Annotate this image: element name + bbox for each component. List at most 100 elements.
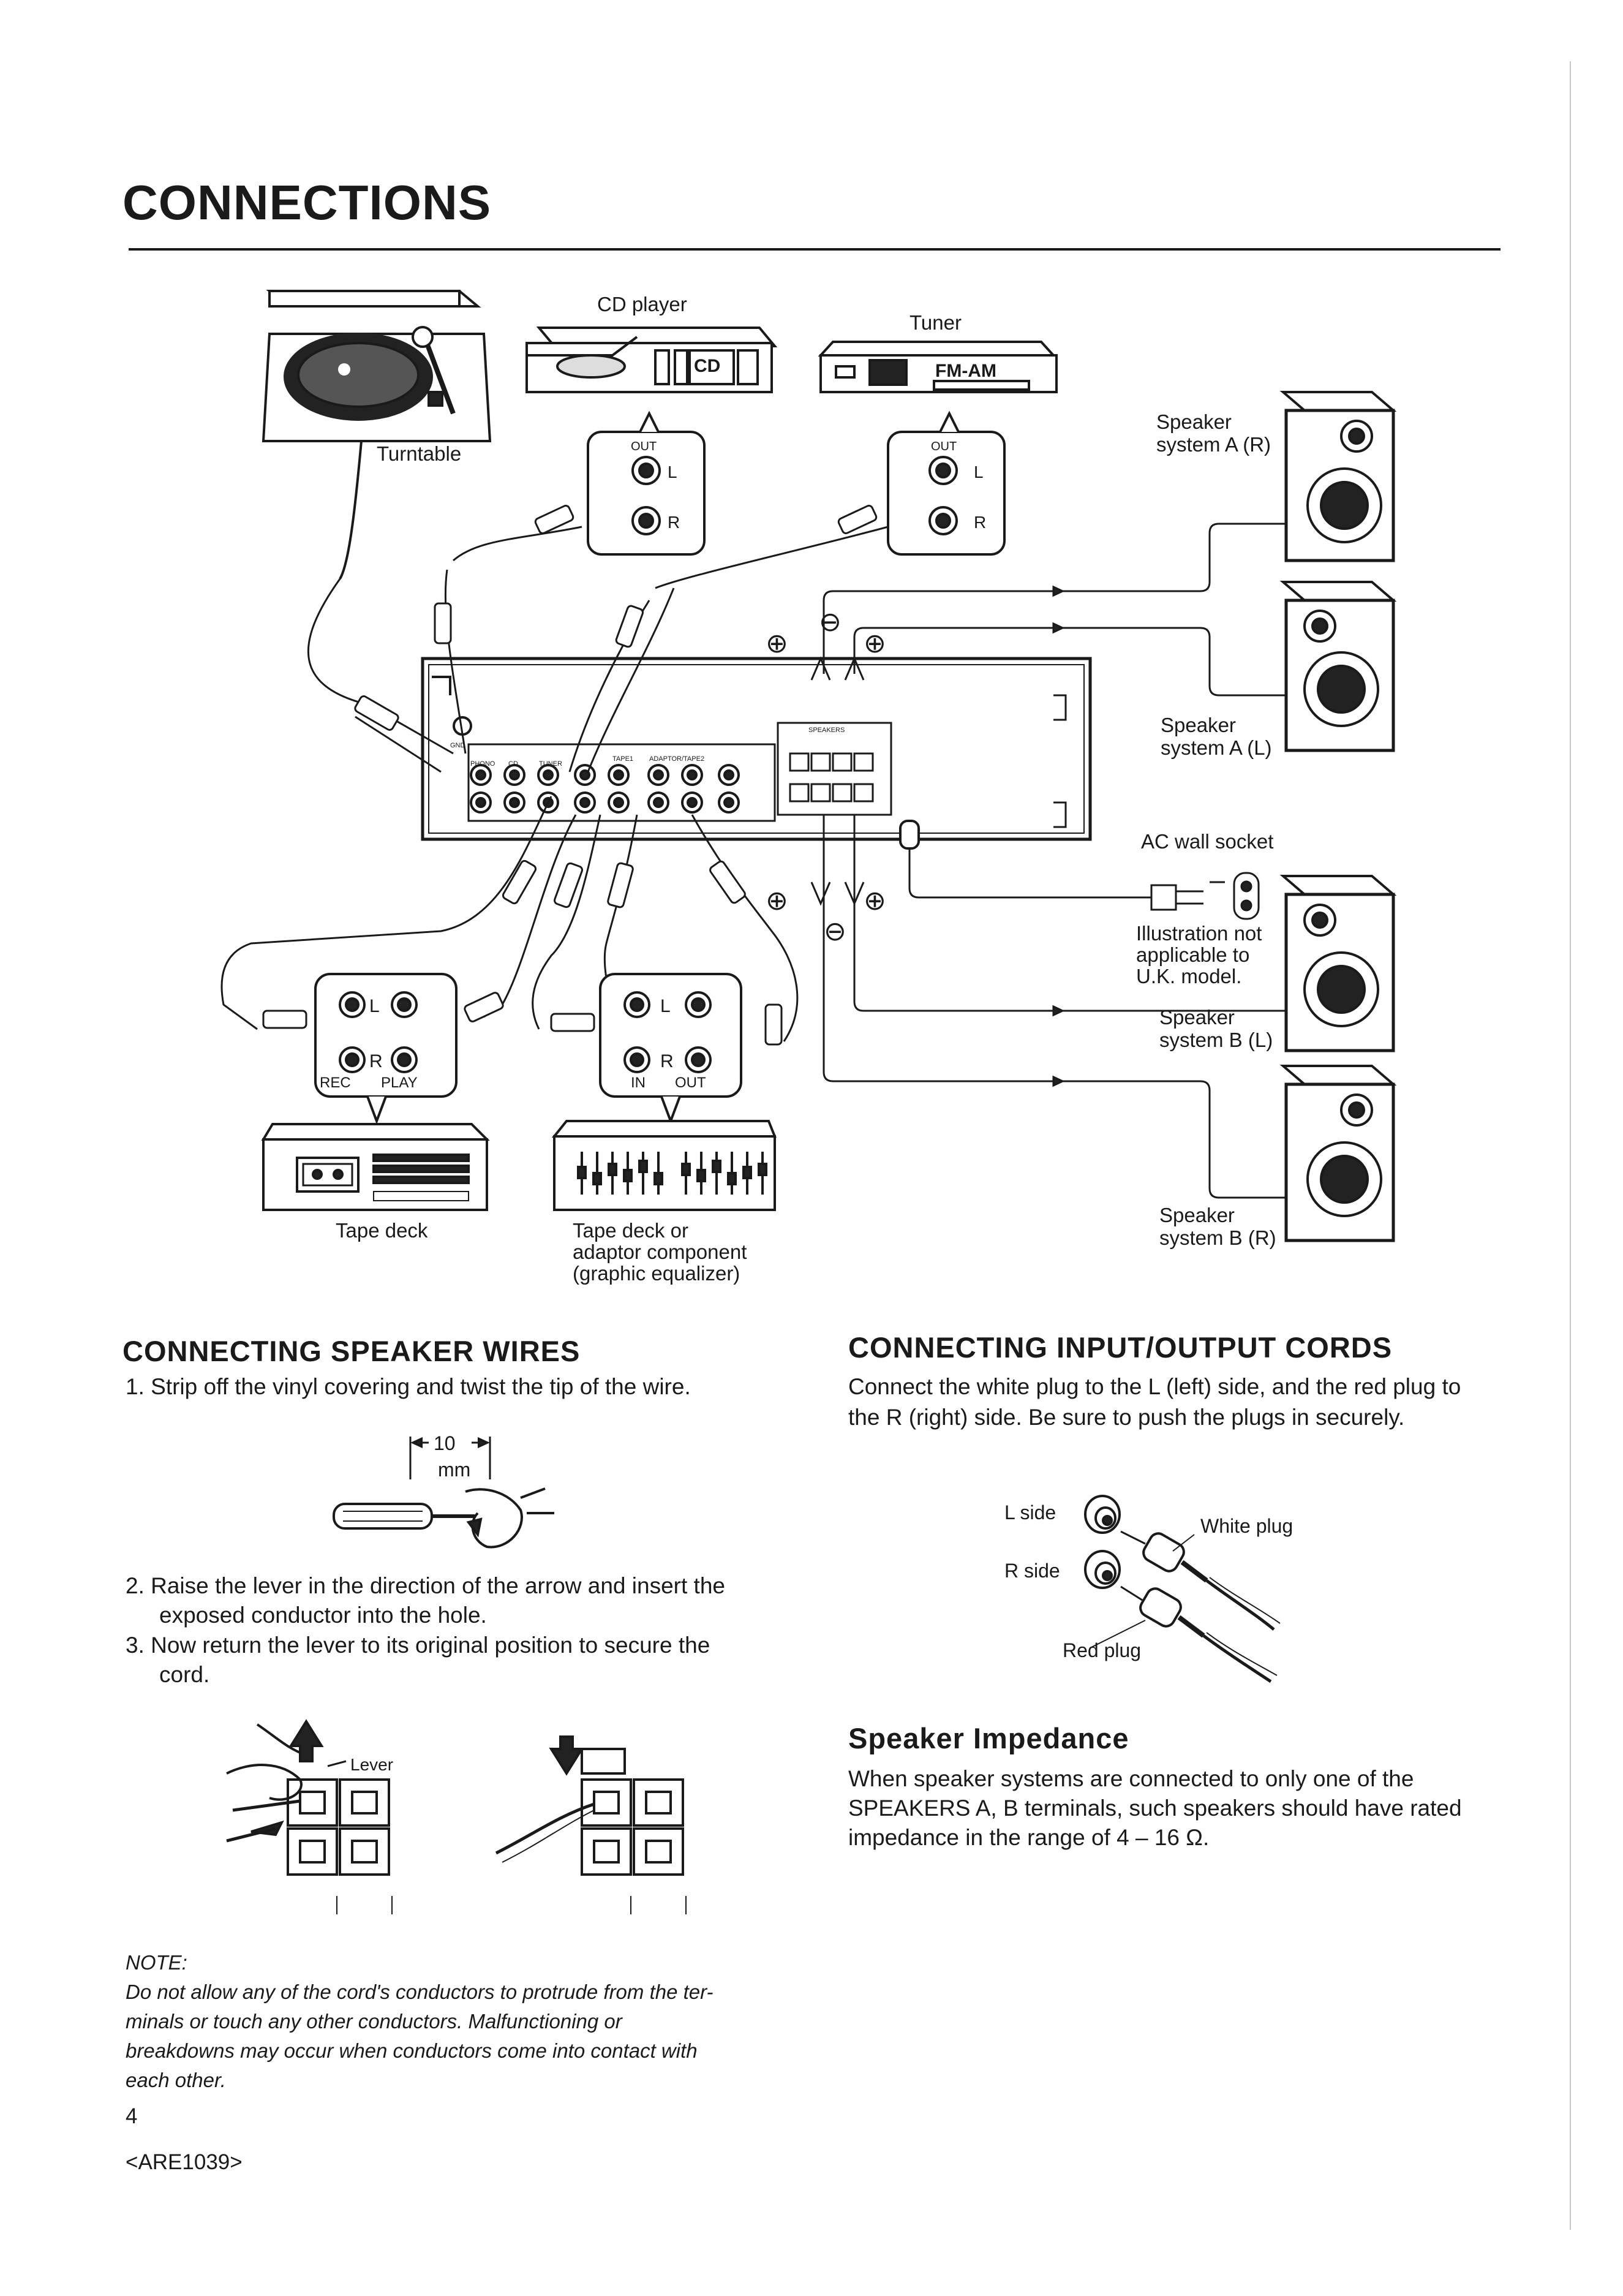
speaker-a-left <box>1279 581 1397 752</box>
cd-output-bubble <box>587 410 706 556</box>
strip-wire-illustration: 10 mm <box>333 1432 554 1549</box>
lever-illustration: Lever <box>226 1719 687 1914</box>
page-title: CONNECTIONS <box>122 175 492 230</box>
play-label: PLAY <box>381 1074 418 1091</box>
panel-gnd-label: GND <box>450 742 465 749</box>
spk-a-l-line2: system A (L) <box>1161 736 1272 759</box>
in-label: IN <box>631 1074 646 1091</box>
tape-r-label: R <box>369 1051 383 1071</box>
cd-player-label: CD player <box>597 293 687 315</box>
eq-r-label: R <box>660 1051 674 1071</box>
spk-a-r-line2: system A (R) <box>1156 433 1271 456</box>
tuner-output-bubble <box>887 410 1006 556</box>
step-2-line1: 2. Raise the lever in the direction of t… <box>126 1573 725 1598</box>
speaker-a-right <box>1279 391 1397 562</box>
white-plug-label: White plug <box>1200 1515 1293 1537</box>
spk-a-l-line1: Speaker <box>1161 714 1236 736</box>
plus-symbol-top-right: ⊕ <box>864 629 886 659</box>
cd-r-label: R <box>668 513 680 532</box>
r-side-label: R side <box>1004 1560 1060 1582</box>
step-2-line2: exposed conductor into the hole. <box>159 1603 487 1628</box>
cd-display-label: CD <box>694 356 720 376</box>
connection-diagram: Turntable CD player Tuner CD FM-AM OUT L… <box>220 290 1397 1285</box>
impedance-line2: SPEAKERS A, B terminals, such speakers s… <box>848 1796 1462 1821</box>
turntable-label: Turntable <box>377 442 461 465</box>
tuner-l-label: L <box>974 463 984 481</box>
eq-l-label: L <box>660 996 671 1016</box>
impedance-heading: Speaker Impedance <box>848 1722 1129 1754</box>
input-cords <box>220 526 889 1042</box>
panel-speakers-label: SPEAKERS <box>808 727 845 734</box>
ill-note-line1: Illustration not <box>1136 922 1262 945</box>
red-plug-label: Red plug <box>1063 1639 1141 1661</box>
speaker-b-right <box>1279 1065 1397 1242</box>
speaker-wires <box>810 523 1286 1199</box>
tuner-illustration <box>818 341 1058 393</box>
note-label: NOTE: <box>126 1951 187 1974</box>
rec-label: REC <box>320 1074 351 1091</box>
note-line1: Do not allow any of the cord's conductor… <box>126 1981 714 2003</box>
panel-tape1-label: TAPE1 <box>612 755 633 763</box>
cord-plugs <box>262 505 878 1046</box>
impedance-line1: When speaker systems are connected to on… <box>848 1766 1414 1791</box>
title-rule <box>129 248 1501 251</box>
step-3-line2: cord. <box>159 1662 210 1687</box>
amplifier-rear-panel <box>421 657 1092 850</box>
turntable-illustration <box>262 290 492 580</box>
adaptor-line3: (graphic equalizer) <box>573 1262 740 1285</box>
plus-symbol-top-left: ⊕ <box>766 629 788 659</box>
ac-cord <box>908 848 1260 920</box>
note-line4: each other. <box>126 2069 226 2091</box>
tuner-label: Tuner <box>909 311 962 334</box>
tape-deck-illustration <box>261 1123 490 1211</box>
step-3-line1: 3. Now return the lever to its original … <box>126 1633 710 1658</box>
io-cords-line1: Connect the white plug to the L (left) s… <box>848 1374 1461 1399</box>
l-side-label: L side <box>1004 1501 1056 1524</box>
panel-tuner-label: TUNER <box>539 760 562 768</box>
speaker-b-left <box>1279 875 1397 1052</box>
panel-cd-label: CD <box>508 760 518 768</box>
page-number: 4 <box>126 2104 138 2128</box>
tape-l-label: L <box>369 996 380 1016</box>
minus-symbol-top: ⊖ <box>819 607 842 637</box>
panel-phono-label: PHONO <box>470 760 495 768</box>
impedance-line3: impedance in the range of 4 – 16 Ω. <box>848 1825 1210 1850</box>
ac-socket-label: AC wall socket <box>1141 830 1273 853</box>
spk-b-r-line2: system B (R) <box>1159 1226 1276 1249</box>
step-1: 1. Strip off the vinyl covering and twis… <box>126 1374 691 1399</box>
cd-player-illustration <box>525 327 778 393</box>
spk-b-l-line2: system B (L) <box>1159 1029 1273 1051</box>
io-cords-line2: the R (right) side. Be sure to push the … <box>848 1405 1405 1430</box>
io-cords-heading: CONNECTING INPUT/OUTPUT CORDS <box>848 1331 1393 1364</box>
spk-a-r-line1: Speaker <box>1156 410 1232 433</box>
adaptor-line1: Tape deck or <box>573 1219 688 1242</box>
plus-symbol-bottom-right: ⊕ <box>864 886 886 916</box>
note-line2: minals or touch any other conductors. Ma… <box>126 2010 622 2033</box>
tape-deck-bubble <box>314 973 458 1125</box>
ill-note-line3: U.K. model. <box>1136 965 1241 988</box>
tuner-r-label: R <box>974 513 986 532</box>
lever-label: Lever <box>350 1755 393 1774</box>
document-code: <ARE1039> <box>126 2150 243 2174</box>
tuner-display-label: FM-AM <box>935 361 996 381</box>
tape-deck-label: Tape deck <box>336 1219 428 1242</box>
speaker-wires-heading: CONNECTING SPEAKER WIRES <box>122 1335 581 1367</box>
spk-b-l-line1: Speaker <box>1159 1006 1235 1029</box>
adaptor-line2: adaptor component <box>573 1241 747 1263</box>
dim-unit: mm <box>438 1459 470 1481</box>
cd-out-label: OUT <box>631 440 657 453</box>
spk-b-r-line1: Speaker <box>1159 1204 1235 1226</box>
tuner-out-label: OUT <box>931 440 957 453</box>
equalizer-illustration <box>551 1120 777 1211</box>
minus-symbol-bottom: ⊖ <box>824 916 846 946</box>
eq-out-label: OUT <box>675 1074 706 1091</box>
cd-l-label: L <box>668 463 677 481</box>
equalizer-bubble <box>599 973 742 1125</box>
ill-note-line2: applicable to <box>1136 943 1249 966</box>
plus-symbol-bottom-left: ⊕ <box>766 886 788 916</box>
plug-illustration: L side R side White plug Red plug <box>1004 1495 1293 1683</box>
dim-value: 10 <box>434 1432 456 1454</box>
note-line3: breakdowns may occur when conductors com… <box>126 2039 698 2062</box>
panel-adaptor-label: ADAPTOR/TAPE2 <box>649 755 704 763</box>
page-edge-line <box>1570 61 1571 2230</box>
